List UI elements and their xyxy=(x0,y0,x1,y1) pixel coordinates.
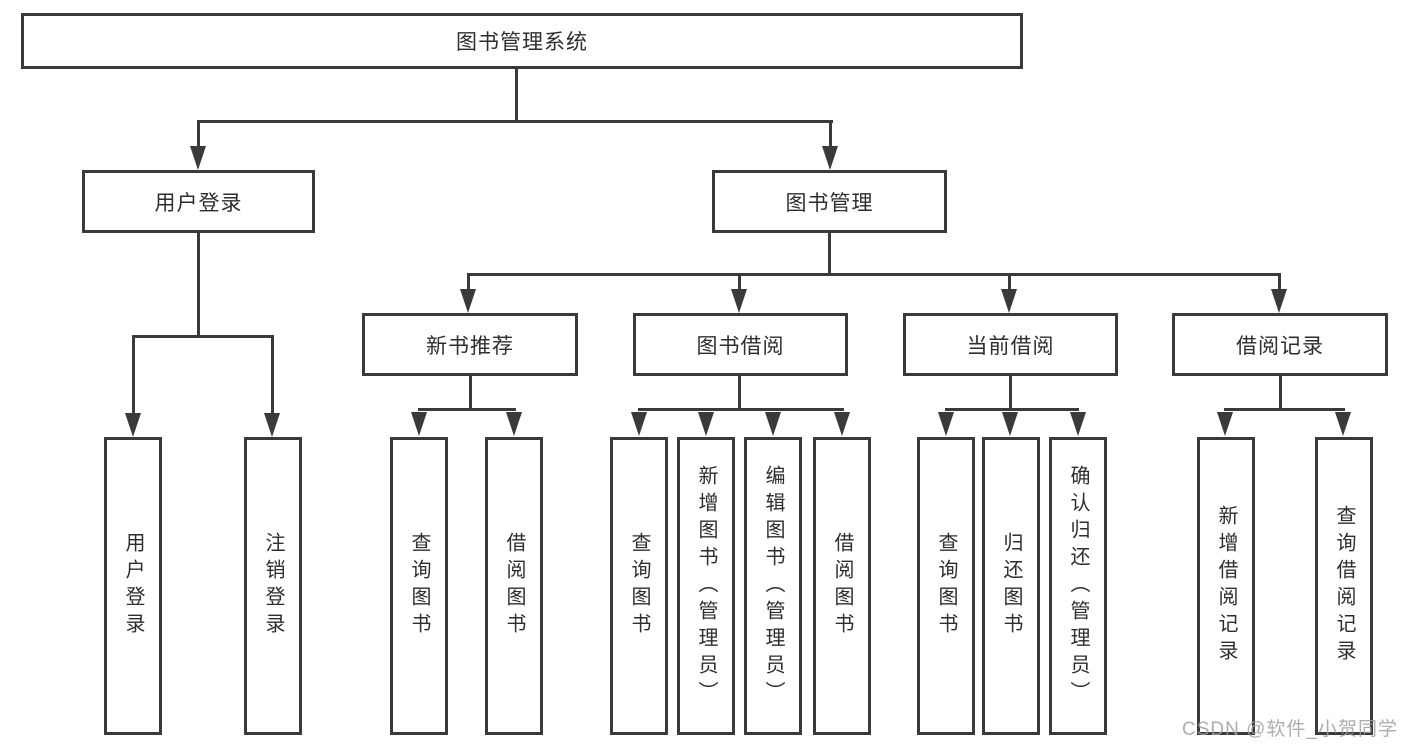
arrow-down-icon xyxy=(731,289,747,313)
node-label: 借阅记录 xyxy=(1236,334,1324,358)
node-book-management: 图书管理 xyxy=(712,170,947,233)
leaf-current-query-books: 查询图书 xyxy=(917,437,975,735)
leaf-current-confirm-return-admin: 确认归还（管理员） xyxy=(1049,437,1107,735)
leaf-borrow-borrow-books: 借阅图书 xyxy=(813,437,871,735)
arrow-down-icon xyxy=(1271,289,1287,313)
connector-mgmt-stub xyxy=(738,276,741,291)
arrow-down-icon xyxy=(631,412,647,436)
leaf-label: 查询图书 xyxy=(628,532,650,640)
connector-root-stub-right xyxy=(829,123,832,149)
node-current-borrow: 当前借阅 xyxy=(903,313,1118,376)
connector-mgmt-stub xyxy=(1008,276,1011,291)
node-label: 图书借阅 xyxy=(696,334,785,358)
connector-login-vertical xyxy=(197,233,200,335)
connector-login-stub-right xyxy=(271,338,274,415)
connector-mgmt-stub xyxy=(467,276,470,291)
connector-newbook-vertical xyxy=(469,376,472,408)
arrow-down-icon xyxy=(1070,412,1086,436)
arrow-down-icon xyxy=(125,413,141,437)
connector-login-horizontal xyxy=(132,335,274,338)
arrow-down-icon xyxy=(1217,412,1233,436)
arrow-down-icon xyxy=(834,412,850,436)
connector-current-horizontal xyxy=(945,408,1079,411)
node-user-login: 用户登录 xyxy=(82,170,315,233)
connector-login-stub-left xyxy=(132,338,135,415)
arrow-down-icon xyxy=(698,412,714,436)
arrow-down-icon xyxy=(938,412,954,436)
leaf-newbook-query-books: 查询图书 xyxy=(390,437,448,735)
connector-root-vertical xyxy=(515,69,518,121)
arrow-down-icon xyxy=(1002,412,1018,436)
connector-mgmt-vertical xyxy=(828,233,831,273)
leaf-label: 归还图书 xyxy=(1000,532,1022,640)
leaf-current-return-books: 归还图书 xyxy=(982,437,1040,735)
leaf-borrow-add-books-admin: 新增图书（管理员） xyxy=(677,437,735,735)
arrow-down-icon xyxy=(822,146,838,170)
node-label: 图书管理 xyxy=(785,191,874,215)
connector-root-horizontal xyxy=(197,120,833,123)
node-label: 图书管理系统 xyxy=(456,31,588,54)
leaf-label: 查询图书 xyxy=(935,532,957,640)
leaf-label: 确认归还（管理员） xyxy=(1067,464,1089,708)
node-label: 新书推荐 xyxy=(426,334,514,358)
leaf-label: 查询图书 xyxy=(408,532,430,640)
node-label: 当前借阅 xyxy=(966,334,1055,358)
arrow-down-icon xyxy=(264,413,280,437)
leaf-borrow-edit-books-admin: 编辑图书（管理员） xyxy=(744,437,802,735)
connector-mgmt-stub xyxy=(1278,276,1281,291)
leaf-label: 新增借阅记录 xyxy=(1215,505,1237,667)
leaf-label: 借阅图书 xyxy=(503,532,525,640)
leaf-label: 借阅图书 xyxy=(831,532,853,640)
leaf-label: 编辑图书（管理员） xyxy=(762,464,784,708)
leaf-label: 查询借阅记录 xyxy=(1333,505,1355,667)
connector-mgmt-horizontal xyxy=(467,273,1281,276)
arrow-down-icon xyxy=(460,289,476,313)
leaf-records-add-record: 新增借阅记录 xyxy=(1197,437,1255,735)
connector-root-stub-left xyxy=(197,123,200,149)
connector-records-vertical xyxy=(1279,376,1282,408)
arrow-down-icon xyxy=(765,412,781,436)
arrow-down-icon xyxy=(1001,289,1017,313)
connector-records-horizontal xyxy=(1224,408,1345,411)
leaf-logout: 注销登录 xyxy=(244,437,302,735)
leaf-newbook-borrow-books: 借阅图书 xyxy=(485,437,543,735)
leaf-label: 用户登录 xyxy=(122,532,144,640)
leaf-label: 注销登录 xyxy=(262,532,284,640)
connector-newbook-horizontal xyxy=(418,408,516,411)
node-new-book-recommend: 新书推荐 xyxy=(362,313,578,376)
arrow-down-icon xyxy=(506,412,522,436)
connector-borrow-horizontal xyxy=(638,408,844,411)
leaf-borrow-query-books: 查询图书 xyxy=(610,437,668,735)
node-root-system: 图书管理系统 xyxy=(21,13,1023,69)
connector-current-vertical xyxy=(1009,376,1012,408)
leaf-user-login: 用户登录 xyxy=(104,437,162,735)
leaf-label: 新增图书（管理员） xyxy=(695,464,717,708)
watermark: CSDN @软件_小贺同学 xyxy=(1182,719,1398,740)
arrow-down-icon xyxy=(190,146,206,170)
arrow-down-icon xyxy=(411,412,427,436)
node-label: 用户登录 xyxy=(154,191,243,215)
connector-borrow-vertical xyxy=(738,376,741,408)
node-borrow-records: 借阅记录 xyxy=(1172,313,1388,376)
node-book-borrow: 图书借阅 xyxy=(633,313,848,376)
leaf-records-query-record: 查询借阅记录 xyxy=(1315,437,1373,735)
arrow-down-icon xyxy=(1335,412,1351,436)
